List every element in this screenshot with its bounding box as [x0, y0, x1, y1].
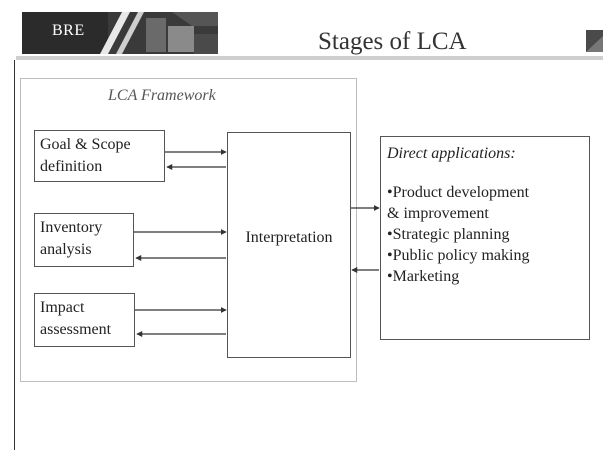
- header-bar: [16, 56, 603, 60]
- inventory-analysis-box: Inventory analysis: [34, 213, 134, 267]
- left-rule: [14, 60, 15, 450]
- slide-title: Stages of LCA: [318, 28, 467, 55]
- goal-scope-line2: definition: [40, 158, 103, 175]
- logo-text: BRE: [52, 22, 85, 39]
- application-item: •Public policy making: [387, 247, 530, 264]
- inventory-line2: analysis: [40, 241, 92, 258]
- direct-applications-box: Direct applications: •Product developmen…: [380, 136, 590, 340]
- application-item: •Marketing: [387, 268, 460, 285]
- inventory-line1: Inventory: [40, 219, 103, 236]
- applications-title-text: Direct applications: [387, 145, 511, 162]
- applications-title: Direct applications:: [387, 143, 583, 164]
- lca-framework-label: LCA Framework: [108, 87, 216, 104]
- impact-assessment-box: Impact assessment: [34, 293, 135, 347]
- lca-framework-frame: [20, 78, 357, 382]
- bre-logo-graphic: [22, 12, 218, 54]
- interpretation-box: Interpretation: [227, 132, 351, 358]
- application-item: •Strategic planning: [387, 226, 510, 243]
- application-item: & improvement: [387, 205, 489, 222]
- impact-line2: assessment: [40, 321, 112, 338]
- goal-scope-line1: Goal & Scope: [40, 136, 131, 153]
- goal-scope-box: Goal & Scope definition: [34, 130, 165, 182]
- impact-line1: Impact: [40, 299, 85, 316]
- interpretation-label: Interpretation: [245, 229, 333, 246]
- corner-graphic: [586, 30, 603, 52]
- application-item: •Product development: [387, 184, 530, 201]
- applications-title-colon: :: [510, 145, 516, 162]
